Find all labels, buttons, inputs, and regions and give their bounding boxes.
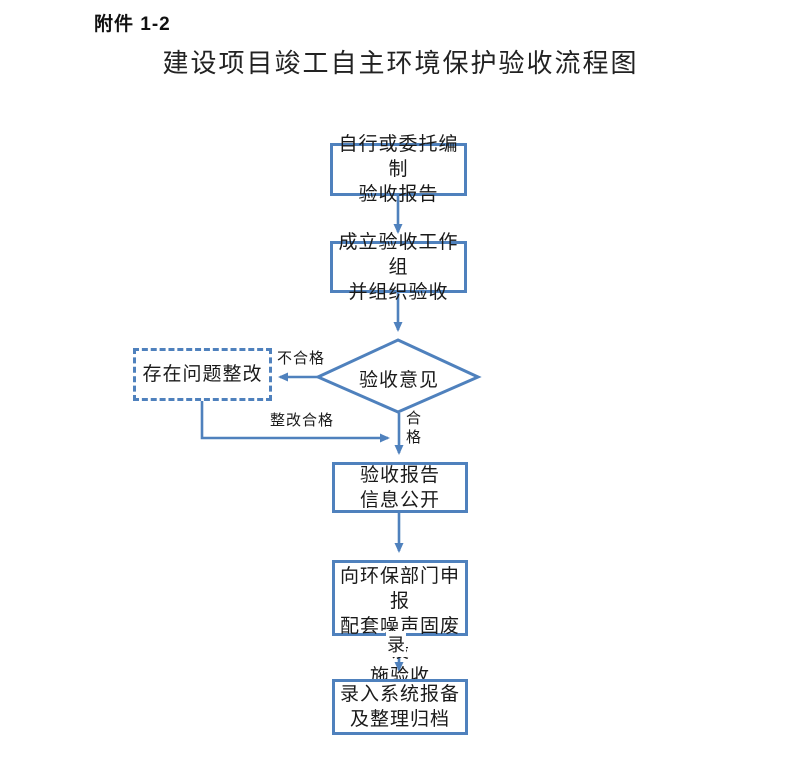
attachment-label: 附件 1-2 [94, 14, 171, 35]
node-label: 向环保部门申报 配套噪声固废设 施验收 [339, 566, 460, 687]
node-archive-records: 录入系统报备 及整理归档 [332, 679, 468, 735]
node-label: 存在问题整改 [142, 364, 263, 385]
node-declare-facilities: 向环保部门申报 配套噪声固废设 施验收 [332, 560, 468, 687]
node-label: 验收报告 信息公开 [359, 464, 440, 511]
decision-diamond-shape [314, 338, 482, 414]
node-label: 自行或委托编制 验收报告 [338, 134, 459, 205]
node-compile-report: 自行或委托编制 验收报告 [330, 134, 467, 205]
edge-label-rectified: 整改合格 [270, 413, 335, 429]
node-form-workgroup: 成立验收工作组 并组织验收 [330, 232, 467, 303]
node-label: 录入系统报备 及整理归档 [339, 684, 460, 730]
node-label: 成立验收工作组 并组织验收 [338, 231, 459, 303]
edge-label-pass: 合 格 [406, 411, 423, 446]
declare-overflow-char: 录 [386, 631, 406, 657]
page-title: 建设项目竣工自主环境保护验收流程图 [162, 49, 639, 78]
node-decision-opinion: 验收意见 [358, 370, 439, 391]
node-publish-report: 验收报告 信息公开 [332, 462, 468, 513]
edge-label-fail: 不合格 [277, 351, 326, 367]
arrow-rectify-to-main [200, 401, 390, 443]
node-rectify-issues: 存在问题整改 [133, 348, 272, 401]
